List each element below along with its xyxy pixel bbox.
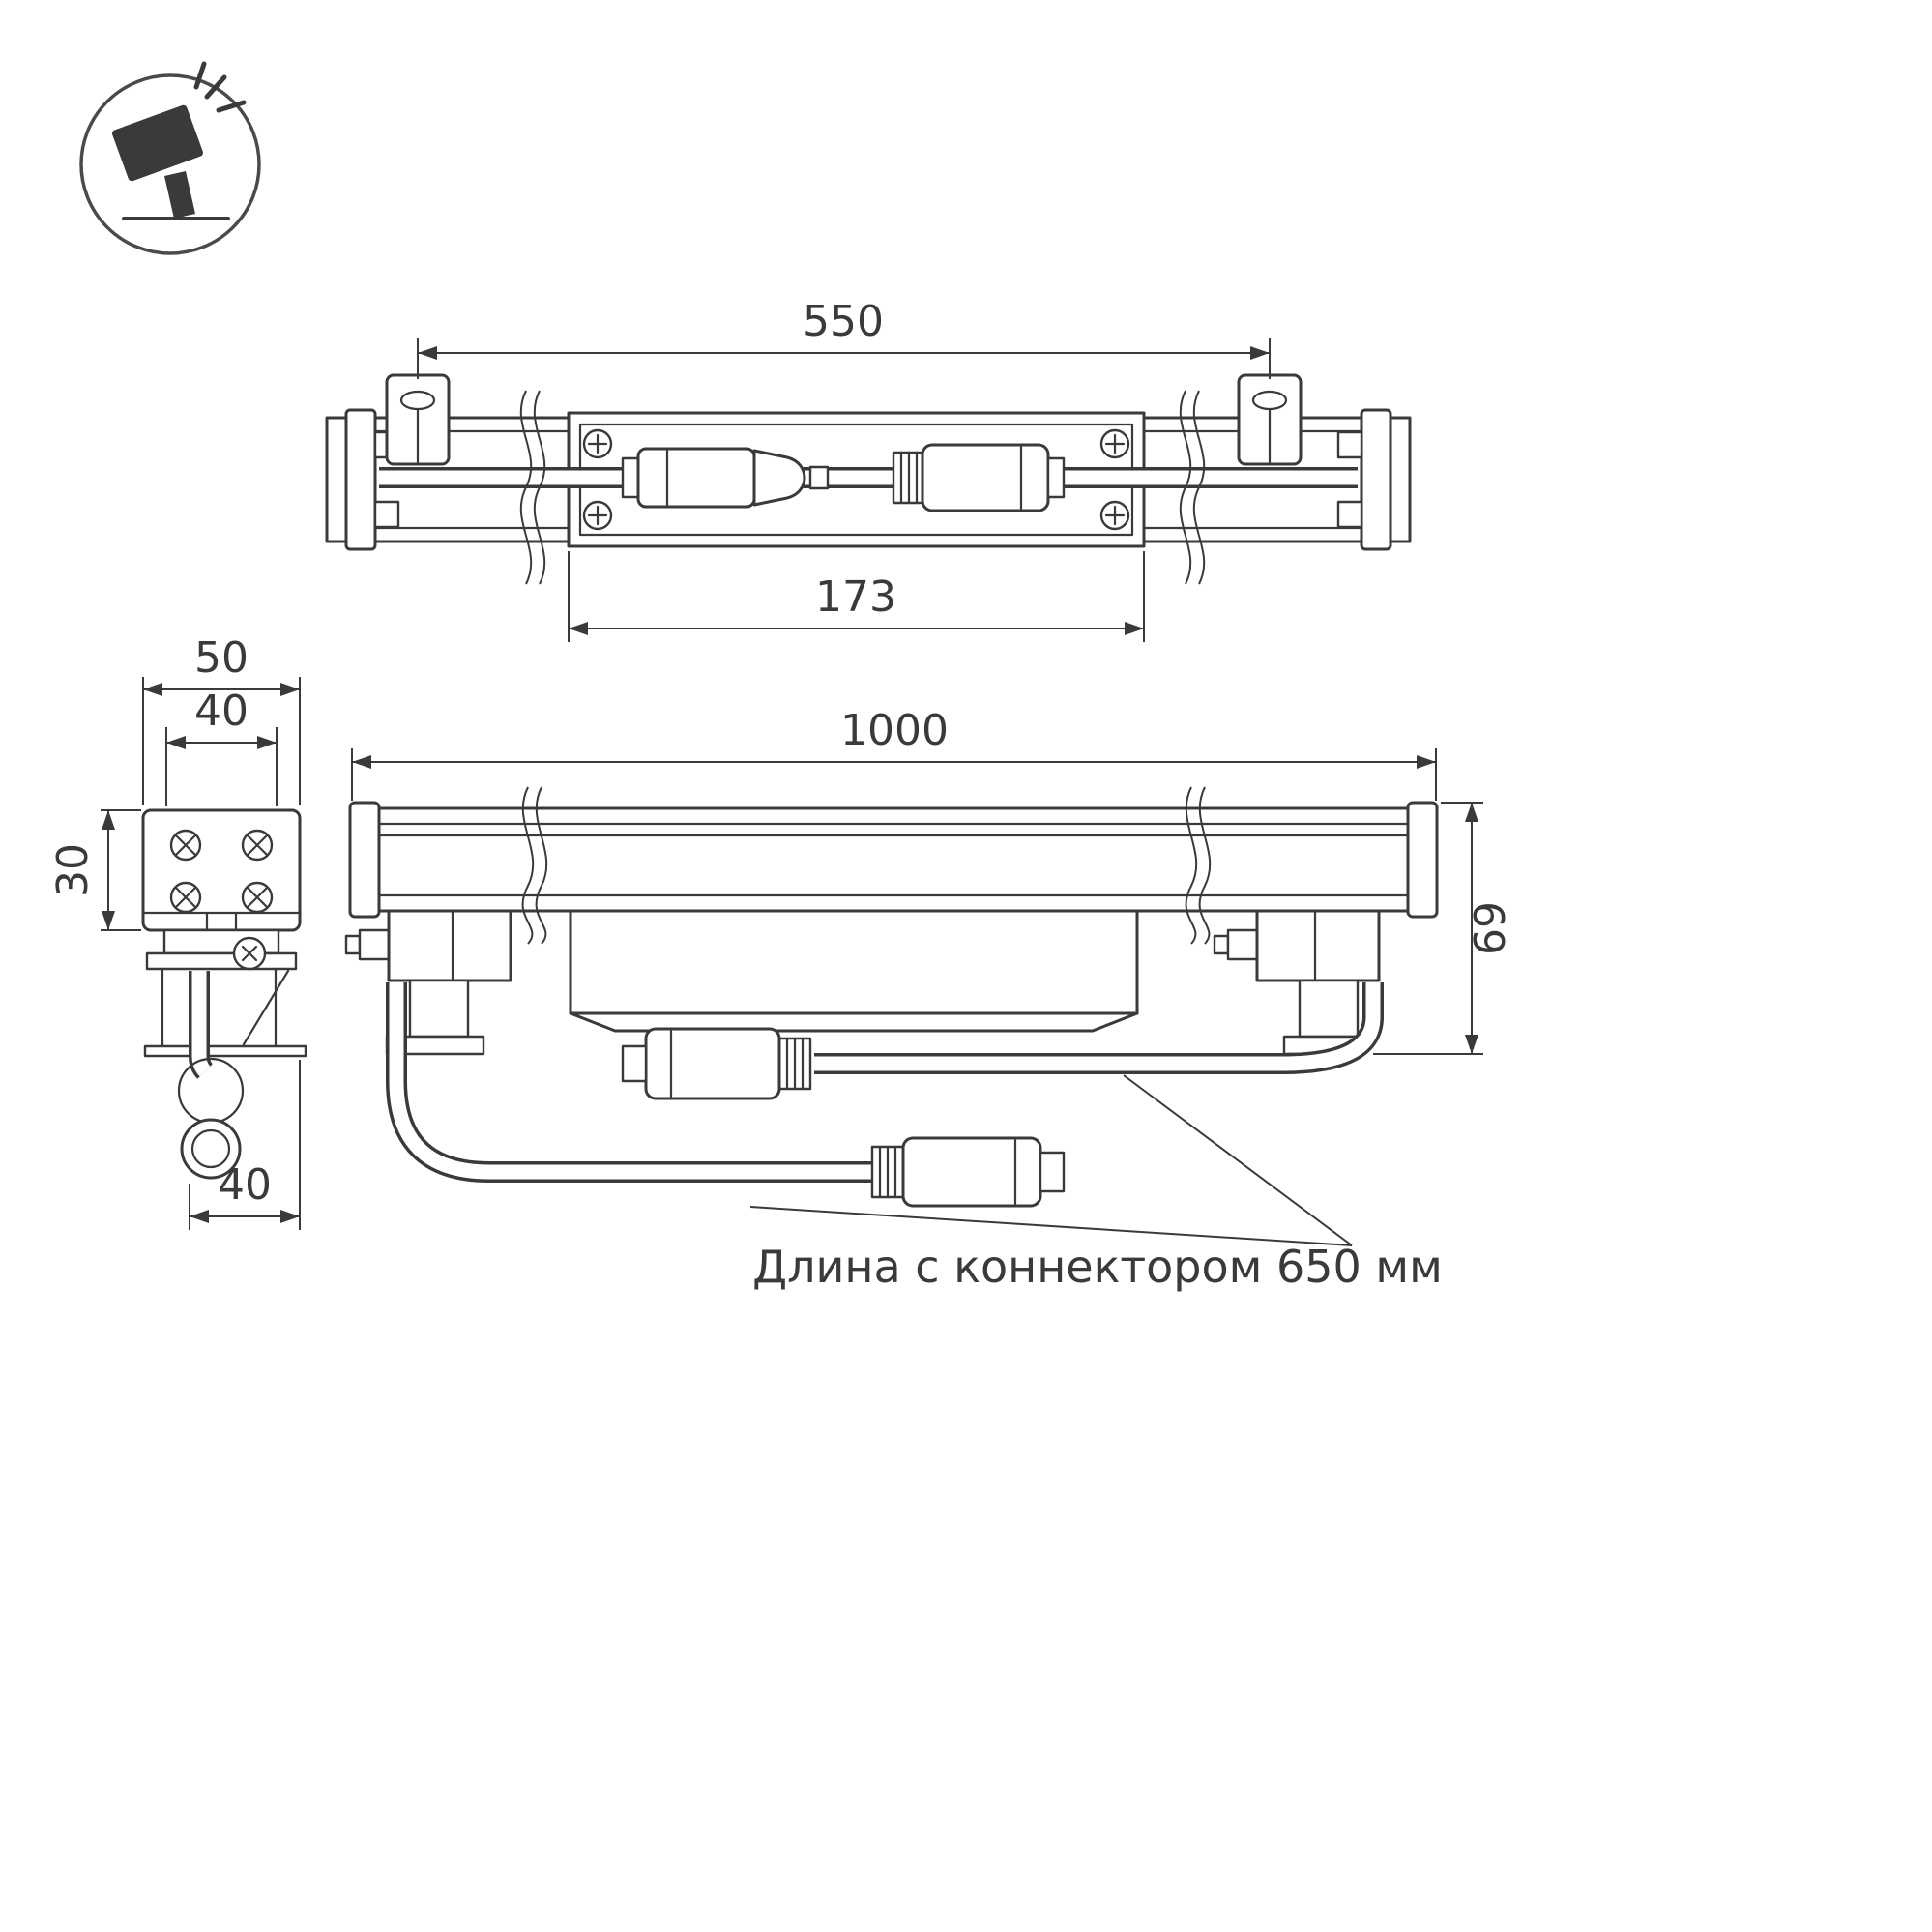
screw-icon [169, 829, 202, 862]
clamp-bolt [373, 500, 400, 529]
floodlight-icon [112, 104, 203, 182]
icon-circle [79, 73, 261, 255]
side-bracket-left [344, 909, 512, 1056]
leader-line [1123, 1074, 1353, 1246]
mount-bracket-right [1237, 373, 1303, 466]
cable-connector-middle [621, 1027, 812, 1100]
light-ray-icon [216, 100, 247, 113]
screw-icon [241, 881, 274, 914]
cable-connector-female [892, 443, 1066, 512]
adjust-knob [232, 936, 267, 971]
driver-box [569, 909, 1139, 1033]
leader-line [749, 1206, 1353, 1246]
end-cable [177, 971, 245, 1180]
end-bracket [143, 928, 307, 1058]
cable-length-note: Длина с коннектором 650 мм [752, 1241, 1443, 1293]
dimension-40-bottom: 40 [189, 1060, 301, 1230]
screw-icon [582, 428, 613, 459]
side-bracket-right [1213, 909, 1381, 1056]
side-view: 1000 [344, 706, 1515, 1208]
break-line [533, 390, 546, 585]
dimension-69: 69 [1373, 802, 1515, 1055]
dim-30-label: 30 [48, 843, 98, 897]
dim-40-bottom-label: 40 [218, 1160, 272, 1210]
dim-550-label: 550 [803, 297, 884, 346]
dimension-1000: 1000 [351, 706, 1437, 801]
dim-69-label: 69 [1466, 901, 1515, 955]
bar-body [377, 806, 1410, 913]
mount-bracket-left [385, 373, 451, 466]
connector-end-inner [190, 1128, 231, 1169]
dim-173-label: 173 [815, 572, 896, 622]
break-line [535, 786, 548, 945]
clamp-bolt [1336, 430, 1363, 459]
cable-note: Длина с коннектором 650 мм [749, 1074, 1443, 1293]
product-type-icon [79, 61, 261, 255]
cable-right [814, 982, 1384, 1074]
dimension-50: 50 [142, 633, 301, 805]
break-line [1179, 390, 1192, 585]
break-line [521, 786, 535, 945]
connector-end [180, 1118, 242, 1180]
break-line [519, 390, 533, 585]
screw-icon [582, 500, 613, 531]
break-line [1192, 390, 1206, 585]
screw-icon [241, 829, 274, 862]
bar-left-lip [325, 416, 348, 543]
end-view: 50 40 [48, 633, 307, 1230]
dim-50-label: 50 [194, 633, 249, 683]
screw-icon [169, 881, 202, 914]
bar-right-lip [1389, 416, 1412, 543]
dimension-30: 30 [48, 809, 141, 931]
break-line [1185, 786, 1198, 945]
dim-40-upper-label: 40 [194, 687, 249, 736]
light-ray-icon [193, 61, 207, 90]
bar-end-cap-right [1406, 801, 1439, 919]
bar-end-cap-left [348, 801, 381, 919]
cable-connector-male [621, 447, 830, 509]
dimension-40-upper: 40 [165, 687, 278, 806]
screw-icon [1099, 500, 1130, 531]
dimension-173: 173 [568, 551, 1145, 642]
floodlight-stand [164, 171, 195, 219]
cable-connector-bottom [870, 1136, 1066, 1208]
screw-icon [1099, 428, 1130, 459]
top-view [325, 373, 1412, 585]
bar-left-cap [344, 408, 377, 551]
bar-right-cap [1360, 408, 1392, 551]
dimension-550: 550 [417, 297, 1271, 379]
dim-1000-label: 1000 [840, 706, 949, 755]
light-ray-icon [204, 74, 227, 100]
break-line [1198, 786, 1212, 945]
clamp-bolt [1336, 500, 1363, 529]
cable-left [386, 982, 878, 1183]
cable-loop [177, 1057, 245, 1125]
